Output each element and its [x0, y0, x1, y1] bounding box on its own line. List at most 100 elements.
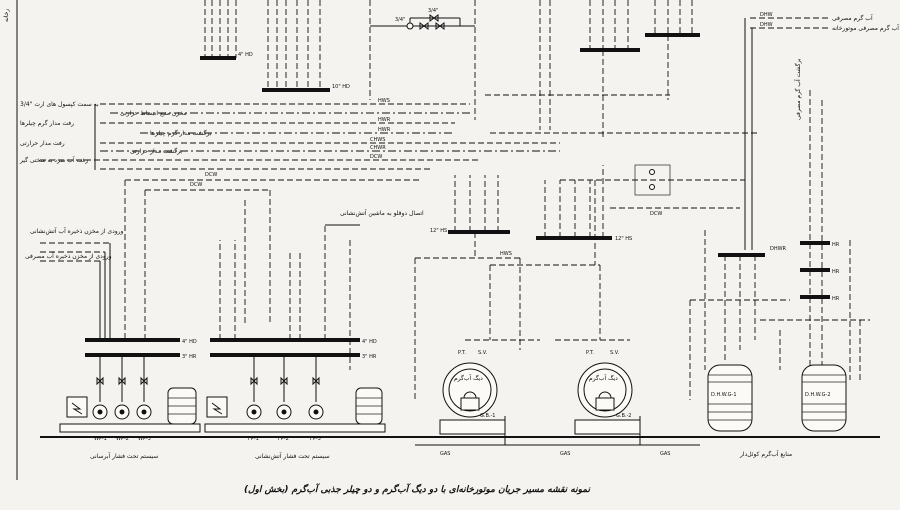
tag-hr-3: HR: [832, 296, 840, 302]
pump-group: WP-1 WP-2 WP-3 FP-1 FP-2 FP-3: [92, 355, 324, 442]
tag-hws-1: HWS: [378, 98, 390, 104]
boiler-feed-lines: HWS: [414, 251, 630, 400]
pump: WP-3: [136, 355, 152, 442]
fitting-size-1: 3/4": [395, 17, 405, 23]
plinth-fire: [204, 423, 386, 433]
label-softener-feed: رفت آب سرد به سختی گیر: [19, 155, 88, 164]
tag-dhw-2: DHW: [760, 22, 773, 28]
pump: FP-3: [308, 355, 324, 442]
tag-gas-2: GAS: [560, 451, 570, 457]
label-chiller-supply: رفت مدار گرم چیلرها: [20, 119, 74, 127]
label-expansion-out: 3/4" به سمت کپسول های ارت: [20, 101, 99, 108]
control-panel-left: [66, 396, 88, 418]
note-fire-truck: اتصال دوقلو به ماشین آتش‌نشانی: [340, 208, 424, 217]
tag-4hd-top: 4" HD: [238, 52, 253, 58]
boiler-2-label: دیگ آب‌گرم: [589, 373, 618, 382]
boiler-1-tag: G.B.-1: [480, 413, 495, 419]
hot-water-tank-1: D.H.W.G-1: [707, 364, 753, 432]
pump: FP-1: [246, 355, 262, 442]
label-expansion-tank: مخزن منبع انبساط حرارتی: [120, 110, 187, 117]
tag-10hd-top: 10" HD: [332, 84, 350, 90]
tag-gas-1: GAS: [440, 451, 450, 457]
left-inlets: ورودی از مخزن ذخیره آب آتش‌نشانی ورودی ا…: [25, 226, 124, 340]
tag-12hs-right: 12" HS: [615, 236, 632, 242]
group-label-pressure: سیستم تحت فشار آبرسانی: [90, 451, 158, 460]
fitting-size-2: 3/4": [428, 8, 438, 14]
pressure-vessel-left: [167, 387, 197, 425]
group-label-storage: منابع آب‌گرم کوئل‌دار: [739, 449, 792, 458]
boiler-2-pt: P.T.: [586, 350, 594, 356]
tag-12hs-left: 12" HS: [430, 228, 447, 234]
diagram-title: نمونه نقشه مسیر جریان موتورخانه‌ای با دو…: [244, 483, 591, 495]
label-heating-supply: رفت مدار حرارتی: [20, 140, 65, 147]
boiler-2-sv: S.V.: [610, 350, 620, 356]
pressure-vessel-mid: [355, 387, 383, 425]
corner-label: رخانه: [3, 9, 10, 22]
pump-tag: WP-3: [138, 436, 151, 442]
tag-dcw-2: DCW: [205, 172, 217, 178]
tag-dcw-right: DCW: [650, 211, 662, 217]
tag-dcw-1: DCW: [370, 154, 382, 160]
mixing-valve-block: DCW: [560, 164, 745, 265]
gas-line: GAS GAS GAS: [415, 416, 700, 457]
boiler-1: دیگ آب‌گرم G.B.-1 P.T. S.V.: [439, 350, 506, 435]
tag-chwr-1: CHWR: [370, 145, 386, 151]
line-tags-left: HWS HWR HWR CHWS CHWR DCW DCW DCW: [190, 98, 391, 188]
left-service-lines: [40, 103, 560, 170]
tag-gas-3: GAS: [660, 451, 670, 457]
tag-hws-boiler: HWS: [500, 251, 512, 257]
boiler-manifold-right: 12" HS: [536, 165, 632, 242]
pump-tag: FP-3: [310, 436, 321, 442]
pump: WP-1: [92, 355, 108, 442]
note-hot-return: برگشت آب گرم مصرفی: [793, 58, 802, 120]
tag-dhwr: DHWR: [770, 246, 787, 252]
hot-water-tank-2: D.H.W.G-2: [801, 364, 847, 432]
boiler-manifold-left: 12" HS: [430, 175, 510, 258]
pump-tag: FP-2: [278, 436, 289, 442]
tag-chws-1: CHWS: [370, 137, 385, 143]
left-label-column: 3/4" به سمت کپسول های ارت مخزن منبع انبس…: [19, 101, 212, 164]
control-panel-mid: [206, 396, 228, 418]
group-label-fire: سیستم تحت فشار آتش‌نشانی: [255, 451, 330, 460]
pump-tag: WP-1: [94, 436, 107, 442]
tag-4hd-mid: 4" HD: [362, 339, 377, 345]
tag-3hr-mid: 3" HR: [362, 354, 377, 360]
tag-4hd-left: 4" HD: [182, 339, 197, 345]
top-valve-train: 3/4" 3/4": [370, 0, 476, 120]
tag-hwr-2: HWR: [378, 127, 391, 133]
note-water-inlet: ورودی از مخزن ذخیره آب مصرفی: [25, 251, 112, 260]
right-top-outlets: آب گرم مصرفی آب گرم مصرفی موتورخانه DHW …: [744, 12, 899, 250]
boiler-2-tag: G.B.-2: [616, 413, 631, 419]
boiler-1-pt: P.T.: [458, 350, 466, 356]
pressure-system-manifolds: 4" HD 3" HR 4" HD 3" HR: [85, 338, 377, 360]
tag-dcw-3: DCW: [190, 182, 202, 188]
pump-tag: FP-1: [248, 436, 259, 442]
top-middle-manifold: 10" HD: [262, 0, 371, 100]
note-fire-inlet: ورودی از مخزن ذخیره آب آتش‌نشانی: [30, 226, 124, 235]
tag-hr-1: HR: [832, 242, 840, 248]
label-chiller-return: برگشت مدار گرم چیلرها: [150, 129, 212, 137]
boiler-1-sv: S.V.: [478, 350, 488, 356]
pump: FP-2: [276, 355, 292, 442]
tank-2-tag: D.H.W.G-2: [805, 392, 831, 398]
pump-tag: WP-2: [116, 436, 129, 442]
riser-lines-left: اتصال دوقلو به ماشین آتش‌نشانی: [219, 208, 424, 370]
tag-hwr-1: HWR: [378, 117, 391, 123]
top-left-manifold: 4" HD: [200, 0, 253, 60]
chiller-manifolds: [485, 0, 760, 140]
dcw-feeds: [124, 179, 420, 340]
tag-dhw-1: DHW: [760, 12, 773, 18]
tank-manifolds: برگشت آب گرم مصرفی DHWR HR HR HR: [689, 58, 870, 400]
tag-3hr-left: 3" HR: [182, 354, 197, 360]
tag-hr-2: HR: [832, 269, 840, 275]
label-dhw-use: آب گرم مصرفی: [832, 13, 873, 22]
plinth-pressure: [59, 423, 201, 433]
tank-1-tag: D.H.W.G-1: [711, 392, 737, 398]
pump: WP-2: [114, 355, 130, 442]
label-heating-return: برگشت مدار حرارتی: [130, 147, 182, 155]
boiler-1-label: دیگ آب‌گرم: [454, 373, 483, 382]
boiler-2: دیگ آب‌گرم G.B.-2 P.T. S.V.: [574, 350, 641, 435]
label-dhw-engine-room: آب گرم مصرفی موتورخانه: [832, 23, 899, 32]
